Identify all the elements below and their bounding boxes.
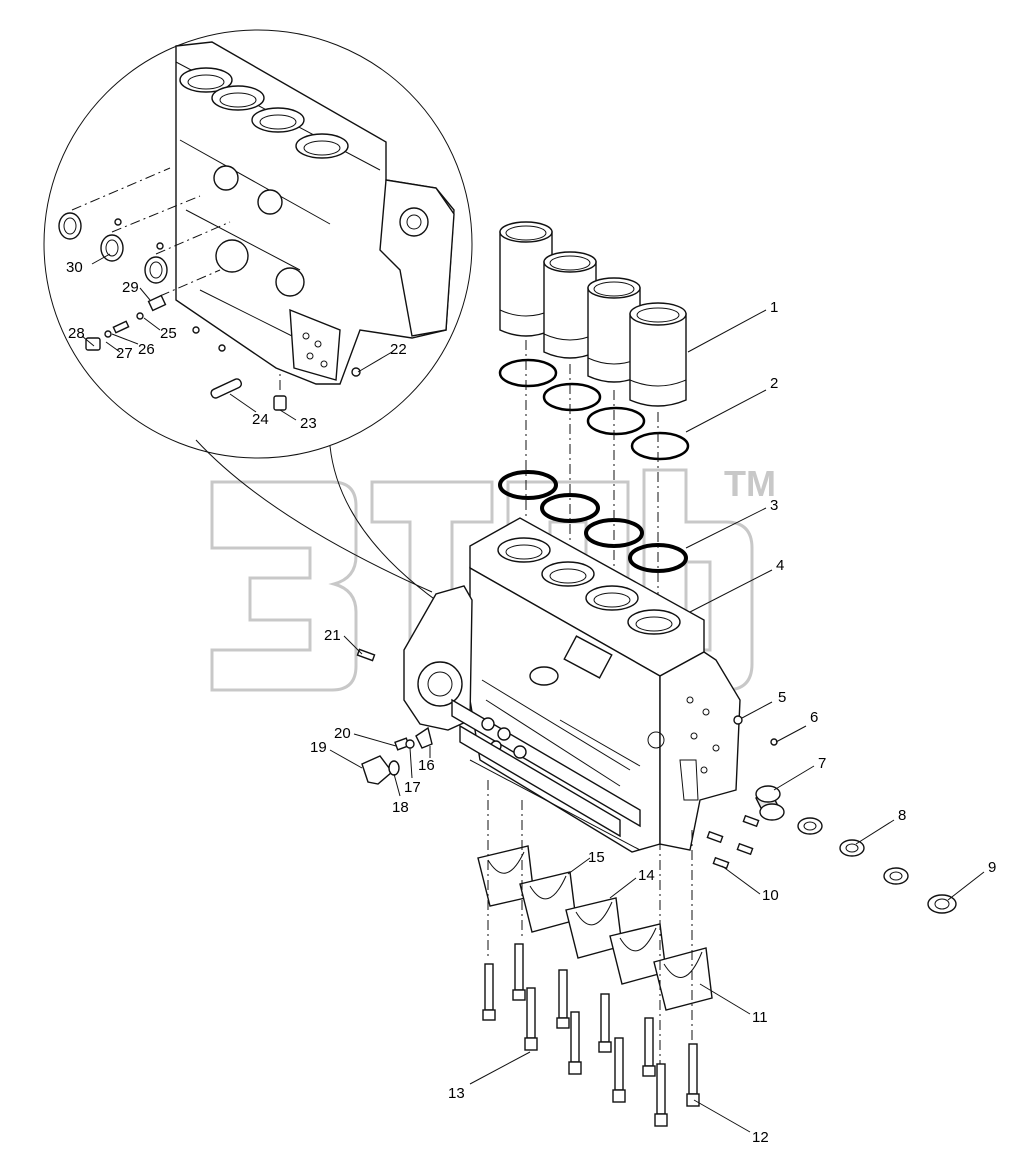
callout-5: 5 bbox=[778, 689, 786, 706]
callout-26: 26 bbox=[138, 341, 155, 358]
callout-18: 18 bbox=[392, 799, 409, 816]
cap-bolts bbox=[482, 943, 700, 1127]
callout-30: 30 bbox=[66, 259, 83, 276]
bushing-9 bbox=[927, 894, 957, 914]
bushing-7 bbox=[755, 785, 785, 821]
seal-ring-a bbox=[58, 212, 82, 240]
liner-1 bbox=[499, 221, 553, 337]
callout-25: 25 bbox=[160, 325, 177, 342]
liner-3 bbox=[587, 277, 641, 383]
callout-21: 21 bbox=[324, 627, 341, 644]
washer-17 bbox=[405, 739, 415, 749]
liner-2 bbox=[543, 251, 597, 359]
main-engine-block bbox=[403, 517, 741, 853]
bolt-b bbox=[512, 943, 526, 1001]
bolt-e bbox=[568, 1011, 582, 1075]
fitting-29 bbox=[147, 294, 167, 312]
bearing-cap-5 bbox=[653, 947, 713, 1011]
bolt-f bbox=[598, 993, 612, 1053]
callout-9: 9 bbox=[988, 859, 996, 876]
seal-ring-b bbox=[100, 234, 124, 262]
o-rings-upper bbox=[498, 358, 690, 461]
watermark-glyph-1 bbox=[210, 480, 358, 692]
callout-4: 4 bbox=[776, 557, 784, 574]
leader-lines bbox=[81, 253, 985, 1133]
bolt-a bbox=[482, 963, 496, 1021]
callout-3: 3 bbox=[770, 497, 778, 514]
callout-8: 8 bbox=[898, 807, 906, 824]
watermark-tm: TM bbox=[724, 463, 776, 504]
callout-29: 29 bbox=[122, 279, 139, 296]
bolt-g bbox=[612, 1037, 626, 1103]
detail-leader-line-left bbox=[195, 439, 433, 593]
inset-small-parts bbox=[58, 167, 361, 411]
stud-10 bbox=[712, 856, 730, 870]
liner-4 bbox=[629, 302, 687, 407]
watermark: TM bbox=[210, 463, 776, 692]
callout-12: 12 bbox=[752, 1129, 769, 1146]
callout-27: 27 bbox=[116, 345, 133, 362]
seal-ring-c bbox=[144, 256, 168, 284]
callout-13: 13 bbox=[448, 1085, 465, 1102]
callout-1: 1 bbox=[770, 299, 778, 316]
bolt-d bbox=[556, 969, 570, 1029]
stud-21 bbox=[356, 648, 376, 662]
liner-centerlines bbox=[525, 340, 659, 600]
callout-17: 17 bbox=[404, 779, 421, 796]
bearing-caps bbox=[477, 845, 713, 1011]
bolt-h bbox=[642, 1017, 656, 1077]
washer-18 bbox=[388, 760, 400, 776]
dowel-pin-24 bbox=[210, 378, 242, 399]
drain-plug-23 bbox=[273, 395, 287, 411]
detail-circle-outline bbox=[43, 29, 473, 459]
o-rings-lower bbox=[498, 470, 688, 573]
bolt-j bbox=[686, 1043, 700, 1107]
cap-centerlines bbox=[487, 780, 693, 1080]
callout-28: 28 bbox=[68, 325, 85, 342]
elbow-fitting-19 bbox=[361, 755, 393, 785]
callout-19: 19 bbox=[310, 739, 327, 756]
callout-6: 6 bbox=[810, 709, 818, 726]
callout-24: 24 bbox=[252, 411, 269, 428]
callout-labels: 1 2 3 4 5 6 7 8 9 10 11 12 13 14 15 16 1… bbox=[66, 259, 996, 1146]
bushing-8b bbox=[883, 867, 909, 885]
inset-block-body bbox=[175, 41, 455, 385]
callout-22: 22 bbox=[390, 341, 407, 358]
bolt-i bbox=[654, 1063, 668, 1127]
plug-5 bbox=[733, 715, 743, 725]
plug-28 bbox=[85, 337, 101, 351]
bushing-8 bbox=[839, 839, 865, 857]
block-front-face bbox=[659, 651, 741, 851]
cylinder-liners bbox=[499, 221, 687, 407]
callout-14: 14 bbox=[638, 867, 655, 884]
callout-10: 10 bbox=[762, 887, 779, 904]
callout-23: 23 bbox=[300, 415, 317, 432]
callout-16: 16 bbox=[418, 757, 435, 774]
spring-27 bbox=[112, 320, 130, 334]
callout-20: 20 bbox=[334, 725, 351, 742]
cam-bushings bbox=[755, 785, 957, 914]
bracket-16 bbox=[415, 726, 433, 749]
bolt-c bbox=[524, 987, 538, 1051]
callout-11: 11 bbox=[752, 1009, 768, 1026]
bushing-7b bbox=[797, 817, 823, 835]
callout-15: 15 bbox=[588, 849, 605, 866]
inset-engine-block bbox=[175, 41, 455, 385]
callout-7: 7 bbox=[818, 755, 826, 772]
block-small-parts bbox=[356, 648, 778, 870]
callout-2: 2 bbox=[770, 375, 778, 392]
